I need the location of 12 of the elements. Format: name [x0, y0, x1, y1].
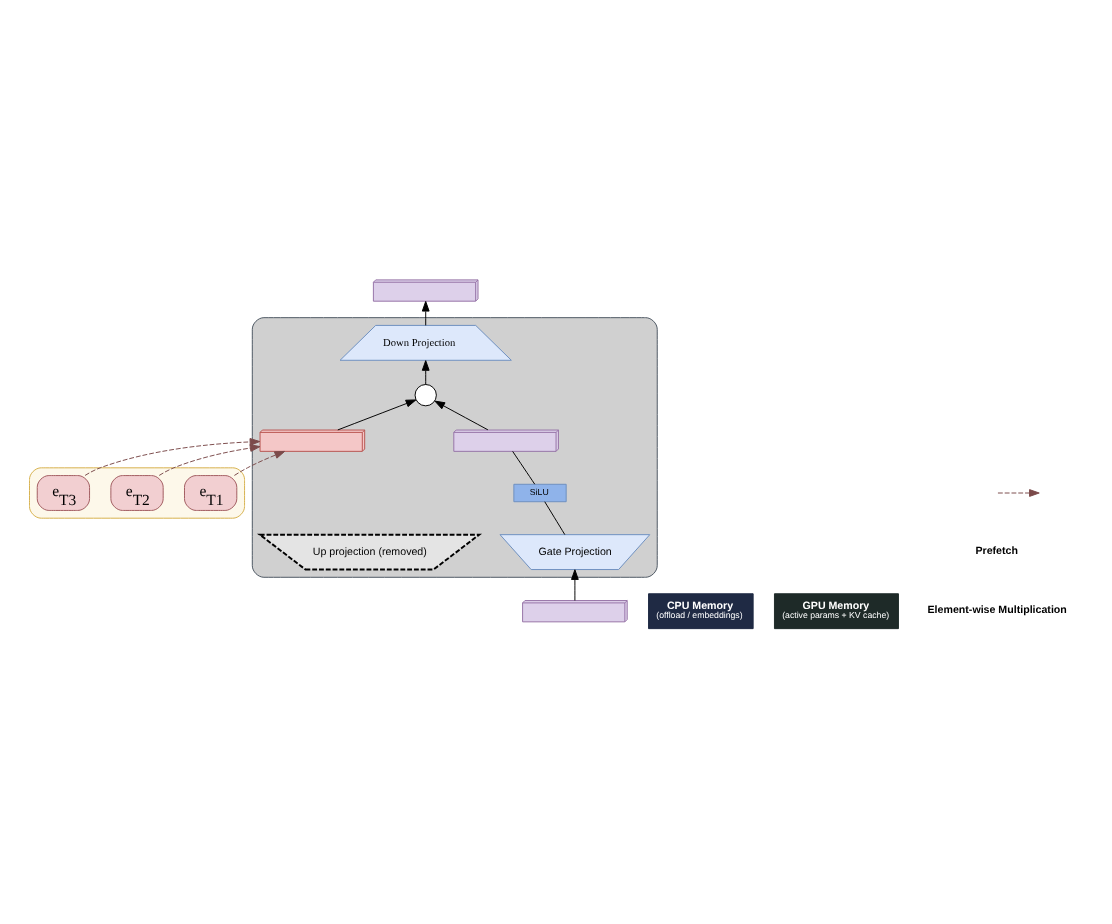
- cluster: [29, 467, 246, 519]
- arrow: [434, 400, 489, 431]
- arrow: [571, 569, 579, 601]
- connector: [512, 450, 536, 485]
- arrow: [233, 450, 286, 476]
- arrow: [421, 300, 430, 326]
- arrow: [421, 360, 430, 385]
- arrow: [158, 444, 261, 476]
- node-circle: [414, 384, 437, 407]
- arrow: [337, 399, 417, 431]
- arrow: [84, 438, 261, 476]
- connector: [544, 501, 566, 536]
